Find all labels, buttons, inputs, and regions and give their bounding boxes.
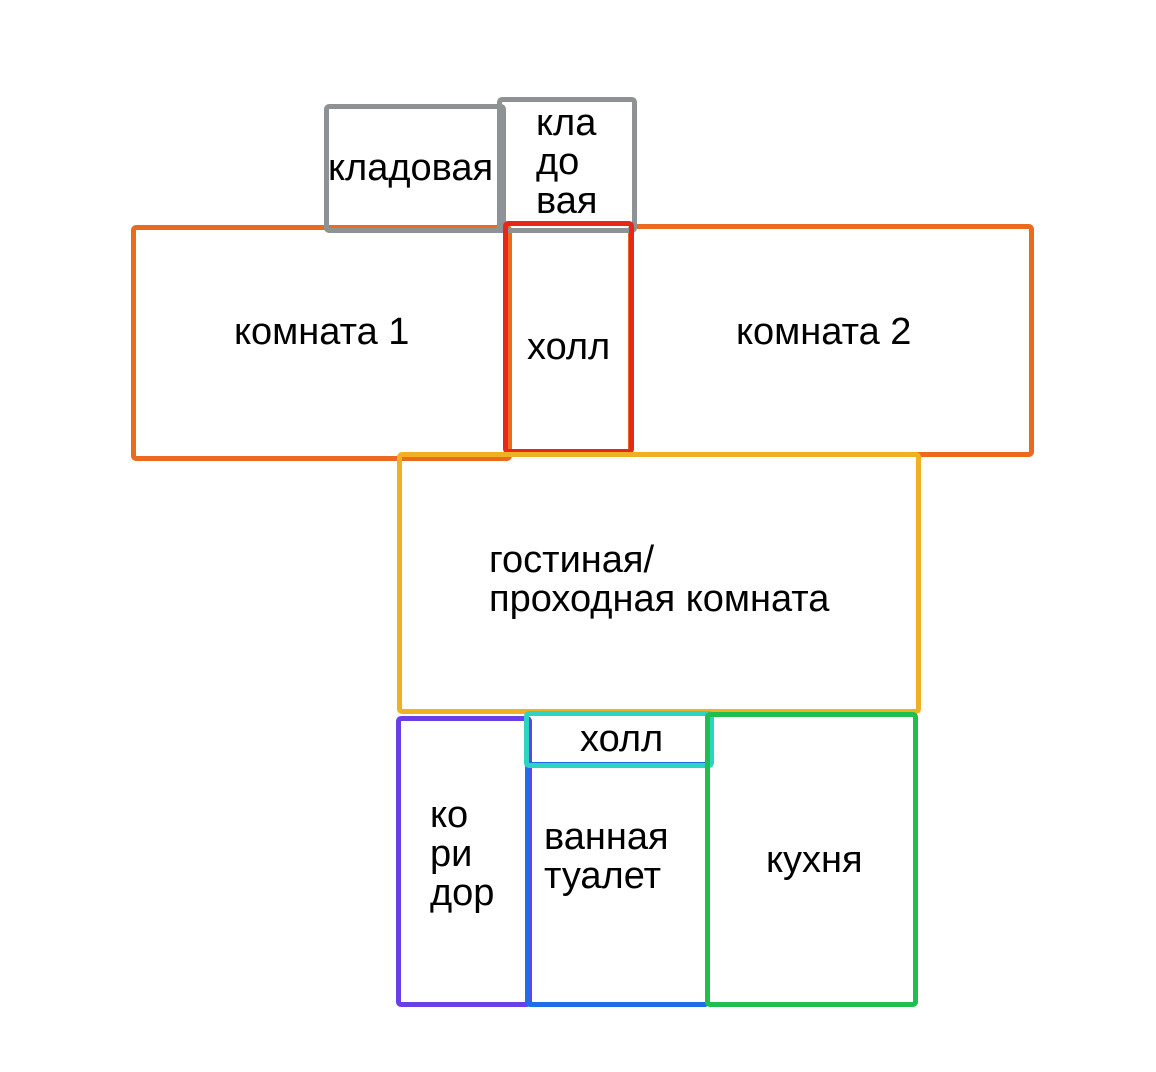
storage-1-box — [324, 104, 506, 233]
corridor-label: ко ри дор — [430, 796, 494, 913]
hall-top-label: холл — [527, 326, 611, 368]
room-1-box — [131, 225, 512, 461]
storage-2-label-line: вая — [536, 180, 598, 222]
hall-bottom-box — [524, 711, 714, 768]
corridor-label-line: дор — [430, 872, 495, 914]
storage-1-label: кладовая — [328, 147, 494, 189]
room-2-label: комната 2 — [736, 311, 912, 353]
hall-bottom-label: холл — [580, 718, 664, 760]
storage-2-label: кла до вая — [536, 104, 597, 221]
kitchen-label: кухня — [766, 839, 863, 881]
room-1-label: комната 1 — [234, 311, 410, 353]
storage-2-label-line: до — [536, 141, 580, 183]
corridor-label-line: ко — [430, 794, 469, 836]
hall-top-box — [503, 221, 634, 454]
living-room-label-line: гостиная/ — [489, 539, 655, 581]
bathroom-label-line: ванная — [544, 816, 669, 858]
living-room-label-line: проходная комната — [489, 578, 830, 620]
storage-2-label-line: кла — [536, 102, 597, 144]
kitchen-box — [705, 712, 918, 1007]
bathroom-label: ванная туалет — [544, 818, 669, 896]
bathroom-label-line: туалет — [544, 855, 661, 897]
storage-2-box — [497, 97, 637, 233]
living-room-label: гостиная/ проходная комната — [489, 541, 829, 619]
corridor-label-line: ри — [430, 833, 473, 875]
